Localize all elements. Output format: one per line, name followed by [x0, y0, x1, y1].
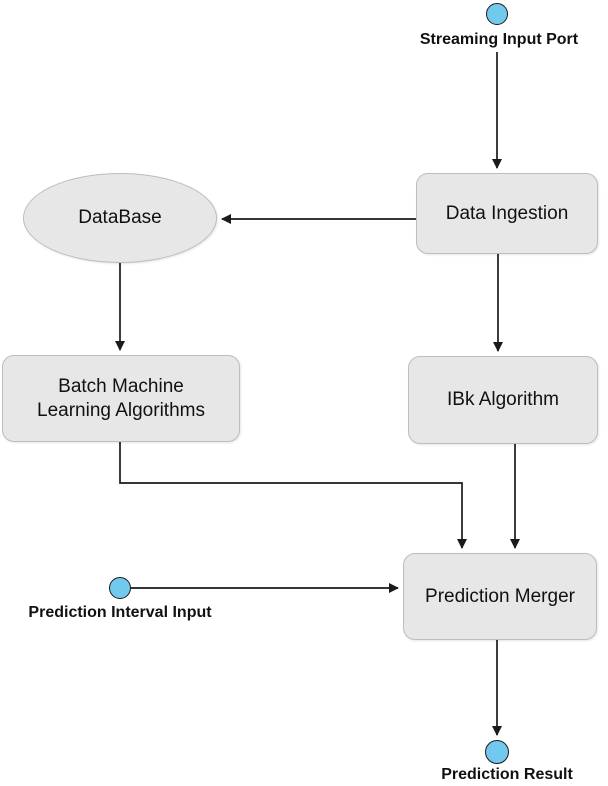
database-node-label: DataBase	[78, 207, 162, 229]
ibk-algorithm-node: IBk Algorithm	[408, 356, 598, 444]
prediction-merger-node-label: Prediction Merger	[425, 585, 575, 607]
batch-ml-node-label: Batch Machine Learning Algorithms	[37, 375, 205, 421]
streaming-input-port-circle	[486, 3, 508, 25]
edge-batchml-to-merger	[119, 442, 467, 549]
prediction-interval-input-circle	[109, 577, 131, 599]
data-ingestion-node-label: Data Ingestion	[445, 202, 569, 224]
database-node: DataBase	[23, 173, 217, 263]
streaming-input-port-label: Streaming Input Port	[419, 31, 579, 48]
batch-ml-node: Batch Machine Learning Algorithms	[2, 355, 240, 442]
prediction-interval-input-label: Prediction Interval Input	[28, 604, 212, 621]
prediction-result-label: Prediction Result	[441, 766, 573, 783]
ibk-algorithm-node-label: IBk Algorithm	[447, 389, 559, 411]
prediction-result-circle	[485, 740, 509, 764]
data-ingestion-node: Data Ingestion	[416, 173, 598, 254]
prediction-merger-node: Prediction Merger	[403, 553, 597, 640]
